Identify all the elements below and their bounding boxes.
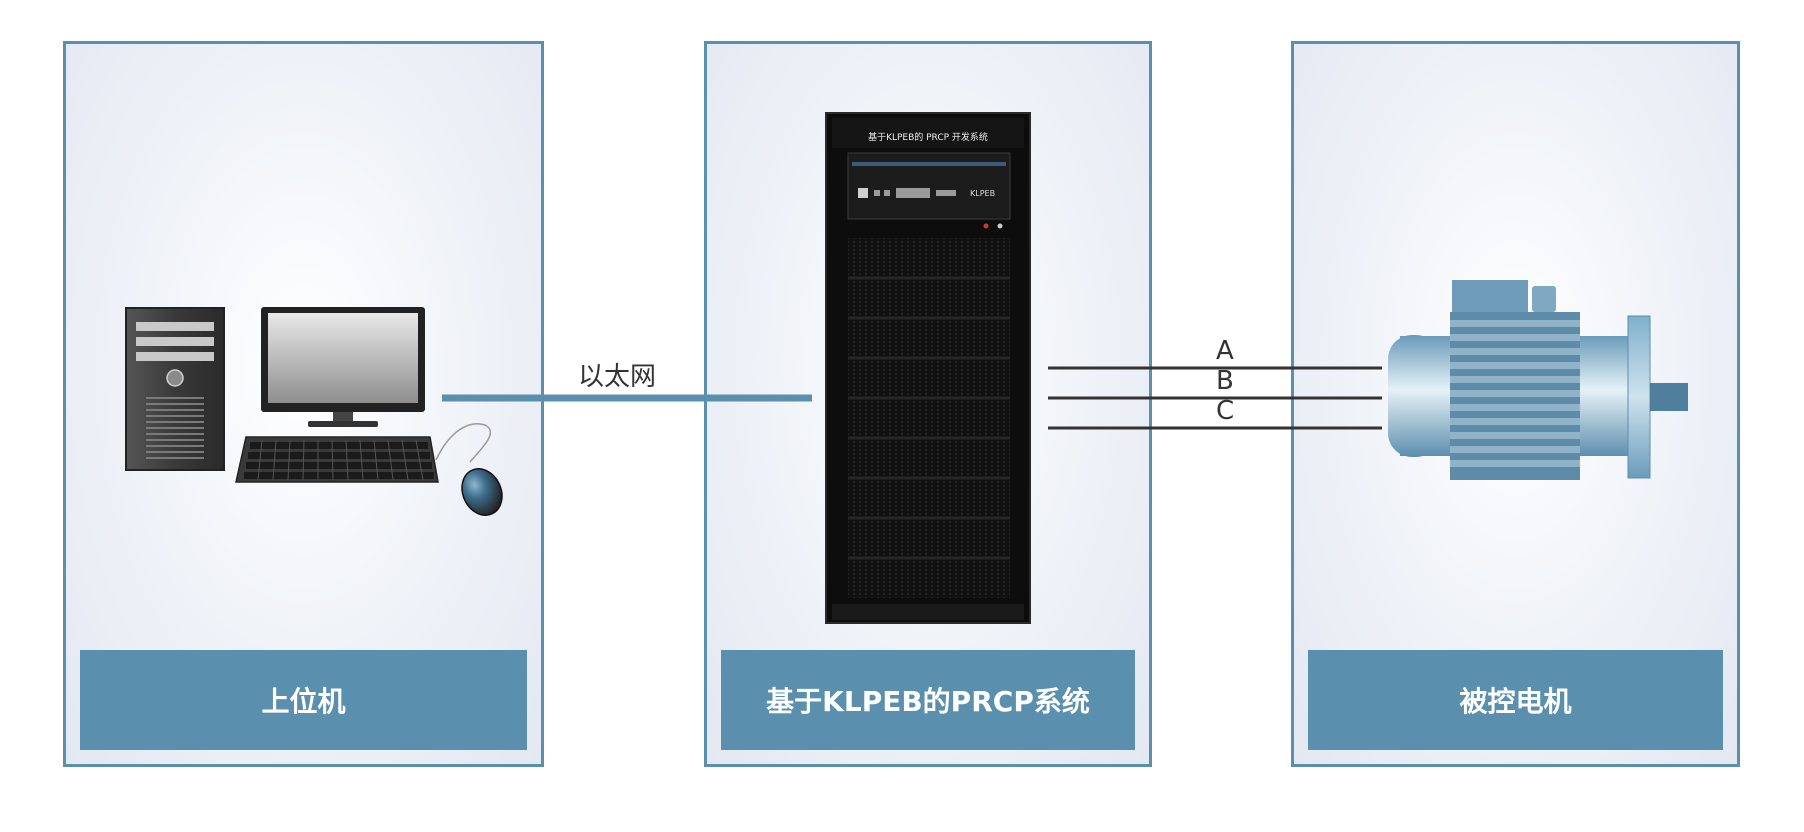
phase-label-c: C bbox=[1216, 396, 1235, 426]
mouse-icon bbox=[435, 423, 503, 516]
phase-label-b: B bbox=[1216, 366, 1234, 396]
rack-title: 基于KLPEB的 PRCP 开发系统 bbox=[868, 131, 988, 143]
motor-icon bbox=[1388, 280, 1688, 480]
rack-cabinet-icon: KLPEB 基于KLPEB的 PRCP 开发系统 bbox=[825, 112, 1031, 624]
host-label: 上位机 bbox=[80, 650, 527, 750]
motor-label: 被控电机 bbox=[1308, 650, 1723, 750]
phase-wires bbox=[1048, 366, 1382, 430]
ethernet-label: 以太网 bbox=[578, 362, 657, 392]
monitor-icon bbox=[261, 307, 425, 427]
phase-label-a: A bbox=[1216, 336, 1234, 366]
rack-unit-brand: KLPEB bbox=[970, 189, 995, 198]
pc-tower-icon bbox=[125, 307, 225, 471]
system-label: 基于KLPEB的PRCP系统 bbox=[721, 650, 1135, 750]
keyboard-icon bbox=[235, 436, 439, 483]
